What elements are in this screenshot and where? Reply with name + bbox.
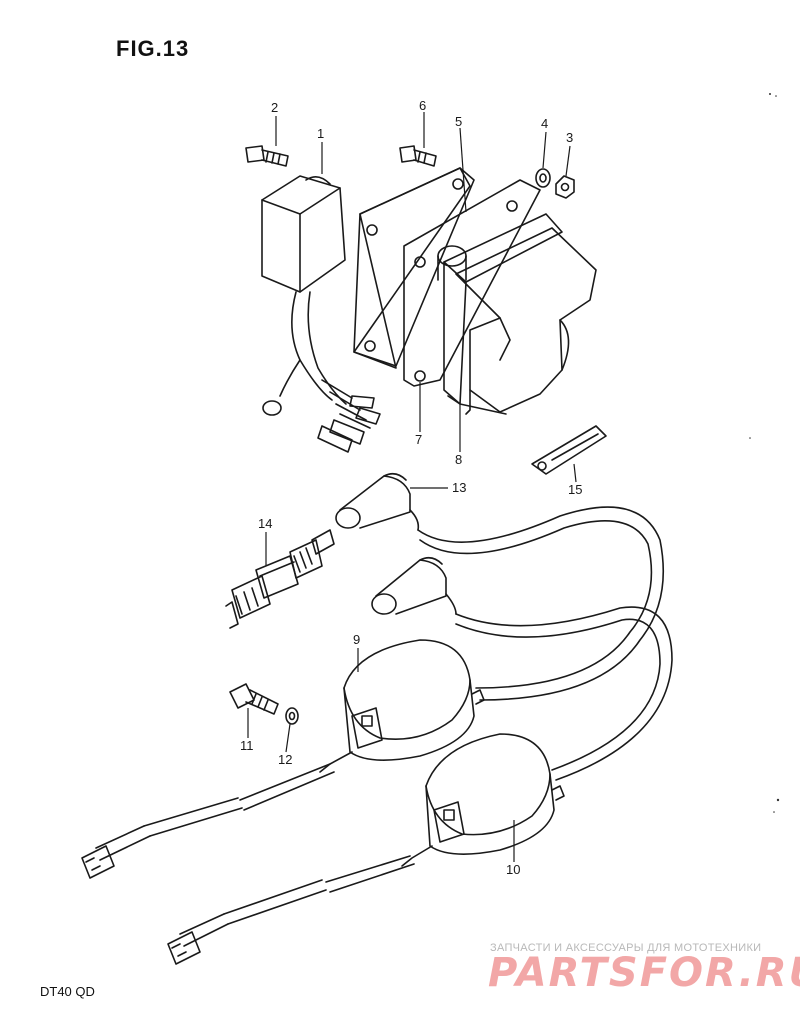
callout-14: 14 (258, 516, 272, 531)
callout-10: 10 (506, 862, 520, 877)
ignition-coil-upper (81, 639, 485, 879)
spark-plug-cap-lower (371, 556, 457, 615)
lock-washer-part-12 (285, 707, 299, 725)
nut-part-3 (555, 175, 575, 199)
figure-title: FIG.13 (116, 36, 190, 61)
mounting-plate (403, 179, 541, 387)
spark-plug-cap-upper (335, 472, 420, 531)
callout-7: 7 (415, 432, 422, 447)
callout-12: 12 (278, 752, 292, 767)
watermark-logo: PARTSFOR.RU (488, 950, 800, 996)
model-label: DT40 QD (40, 984, 95, 999)
watermark-tagline: ЗАПЧАСТИ И АКСЕССУАРЫ ДЛЯ МОТОТЕХНИКИ (490, 942, 762, 954)
callout-3: 3 (566, 130, 573, 145)
callout-1: 1 (317, 126, 324, 141)
callout-4: 4 (541, 116, 548, 131)
callout-15: 15 (568, 482, 582, 497)
washer-part-4 (535, 168, 551, 188)
wire-clip (531, 425, 607, 475)
callout-9: 9 (353, 632, 360, 647)
spark-plug (225, 529, 335, 629)
bolt-part-2 (245, 145, 289, 167)
ignition-coil-lower (167, 733, 565, 965)
bolt-part-6 (399, 145, 437, 167)
bolt-part-11 (229, 683, 279, 715)
scan-specks (749, 93, 780, 813)
callout-6: 6 (419, 98, 426, 113)
callout-8: 8 (455, 452, 462, 467)
cdi-unit (261, 175, 381, 453)
callout-13: 13 (452, 480, 466, 495)
coil-housing (437, 213, 597, 415)
callout-5: 5 (455, 114, 462, 129)
callout-11: 11 (240, 738, 254, 753)
callout-2: 2 (271, 100, 278, 115)
high-tension-leads (417, 506, 673, 781)
gasket-plate (353, 167, 475, 369)
